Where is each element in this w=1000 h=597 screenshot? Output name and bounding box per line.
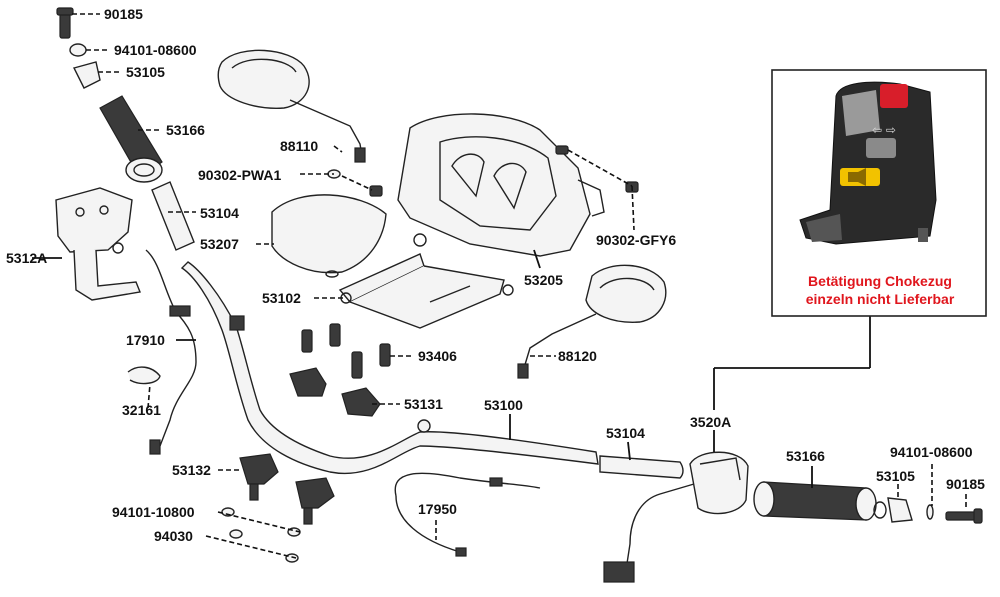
- bolts-93406: [301, 323, 391, 379]
- screw-90185-left: [56, 7, 74, 39]
- grip-sleeve-53104-left: [151, 181, 195, 251]
- label-94101-10800: 94101-10800: [112, 504, 195, 520]
- washer-94101-08600-left: [69, 43, 87, 57]
- label-53105-right: 53105: [876, 468, 915, 484]
- label-93406: 93406: [418, 348, 457, 364]
- washer-90302-PWA1: [327, 169, 383, 197]
- cable-17910: [145, 249, 197, 455]
- label-17950: 17950: [418, 501, 457, 517]
- cap-53105-left: [72, 61, 101, 89]
- mirror-88110: [217, 49, 366, 163]
- inset-note-line2: einzeln nicht Lieferbar: [806, 291, 955, 307]
- label-53207: 53207: [200, 236, 239, 252]
- label-90185-left: 90185: [104, 6, 143, 22]
- label-53102: 53102: [262, 290, 301, 306]
- label-88110: 88110: [280, 138, 318, 154]
- label-53132: 53132: [172, 462, 211, 478]
- label-88120: 88120: [558, 348, 597, 364]
- label-53100: 53100: [484, 397, 523, 413]
- part-labels: 90185 94101-08600 53105 53166 53104 5320…: [6, 6, 985, 544]
- bolt-90302-GFY6: [555, 145, 639, 193]
- label-90302-PWA1: 90302-PWA1: [198, 167, 281, 183]
- leader-lines: [32, 13, 967, 559]
- grip-sleeve-53104-right: [599, 455, 684, 479]
- cover-53205: [397, 113, 605, 257]
- screw-90185-right: [945, 508, 983, 524]
- clip-32161: [127, 366, 161, 385]
- svg-text:⇦ ⇨: ⇦ ⇨: [872, 123, 896, 137]
- label-5312A: 5312A: [6, 250, 47, 266]
- grip-53166-right: [753, 481, 877, 521]
- label-90302-GFY6: 90302-GFY6: [596, 232, 676, 248]
- cap-53105-right: [873, 497, 913, 523]
- label-3520A: 3520A: [690, 414, 731, 430]
- washers-94101-10800-94030: [221, 507, 301, 563]
- grip-53166-left: [99, 95, 163, 183]
- label-53105-left: 53105: [126, 64, 165, 80]
- riser-53131: [289, 367, 381, 417]
- riser-53132: [239, 453, 335, 525]
- label-32161: 32161: [122, 402, 161, 418]
- bracket-53102: [338, 233, 514, 329]
- cable-17950: [394, 472, 541, 557]
- indicator-switch: [866, 138, 896, 158]
- washer-94101-08600-right: [926, 504, 934, 520]
- label-17910: 17910: [126, 332, 165, 348]
- handlebar-53100: [180, 261, 599, 475]
- label-94030: 94030: [154, 528, 193, 544]
- label-94101-08600-right: 94101-08600: [890, 444, 973, 460]
- label-53205: 53205: [524, 272, 563, 288]
- switch-3520A: [603, 451, 749, 583]
- label-53166-right: 53166: [786, 448, 825, 464]
- housing-5312A: [55, 187, 141, 301]
- label-53104-left: 53104: [200, 205, 239, 221]
- switch-photo: ⇦ ⇨: [799, 81, 937, 245]
- label-53104-right: 53104: [606, 425, 645, 441]
- label-90185-right: 90185: [946, 476, 985, 492]
- inset-note-line1: Betätigung Chokezug: [808, 273, 952, 289]
- label-53131: 53131: [404, 396, 443, 412]
- kill-switch-red: [880, 84, 908, 108]
- mirror-88120: [517, 264, 667, 379]
- inset-panel: ⇦ ⇨ Betätigung Chokezug einzeln nicht Li…: [771, 69, 987, 317]
- label-94101-08600-left: 94101-08600: [114, 42, 197, 58]
- windscreen-53207: [271, 194, 387, 278]
- label-53166-left: 53166: [166, 122, 205, 138]
